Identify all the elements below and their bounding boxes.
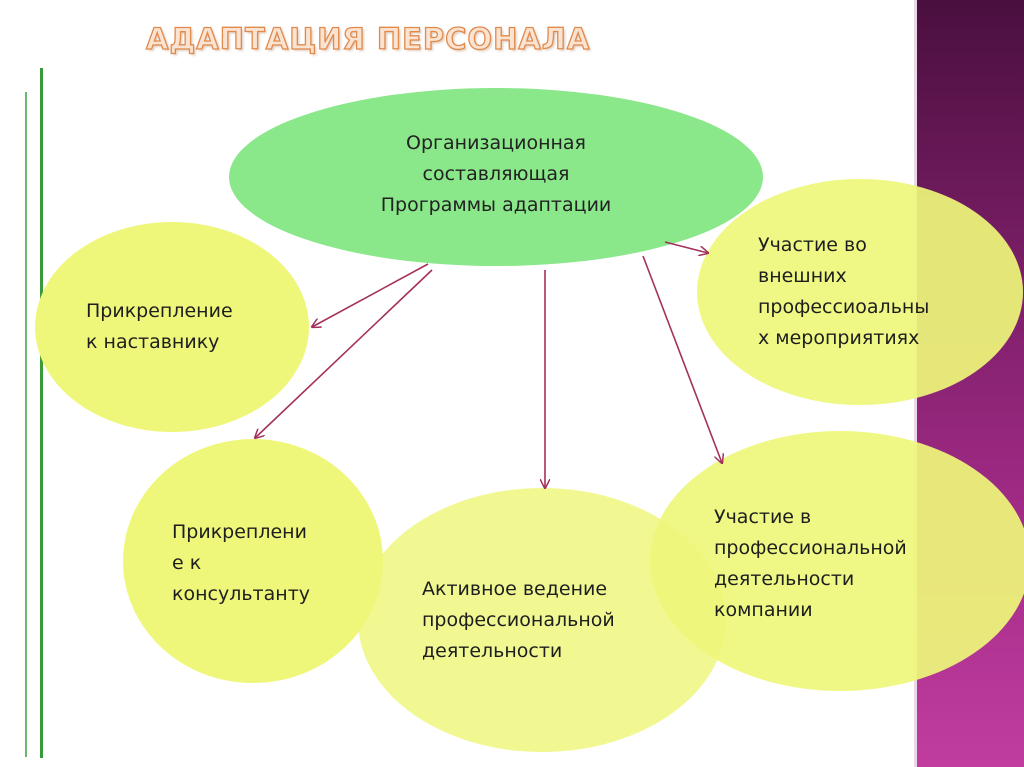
active-node-label: Активное ведение профессиональной деятел…: [422, 574, 615, 667]
page-title: АДАПТАЦИЯ ПЕРСОНАЛА: [145, 21, 591, 56]
consultant-line-1: Прикреплени: [172, 521, 307, 543]
node-company: [650, 431, 1024, 691]
node-consultant: [123, 439, 383, 683]
company-line-2: профессиональной: [714, 537, 907, 559]
mentor-line-2: к наставнику: [86, 331, 220, 353]
arrow-to-external: [664, 241, 708, 253]
left-accent-line-thin: [25, 92, 27, 757]
left-accent-line: [40, 68, 43, 758]
company-line-4: компании: [714, 599, 813, 621]
node-center: [229, 88, 763, 266]
arrow-to-company: [642, 255, 722, 463]
external-line-1: Участие во: [758, 234, 867, 256]
company-line-1: Участие в: [714, 506, 812, 528]
arrow-to-mentor: [312, 263, 429, 327]
node-external: [697, 179, 1023, 405]
external-line-3: профессиоальны: [758, 296, 930, 318]
consultant-line-2: е к: [172, 552, 202, 574]
external-node-label: Участие во внешних профессиоальны х меро…: [758, 230, 929, 354]
mentor-node-label: Прикрепление к наставнику: [86, 296, 233, 358]
active-line-2: профессиональной: [422, 609, 615, 631]
active-line-3: деятельности: [422, 640, 563, 662]
mentor-line-1: Прикрепление: [86, 300, 233, 322]
center-line-1: Организационная: [406, 132, 586, 154]
company-line-3: деятельности: [714, 568, 855, 590]
center-line-2: составляющая: [422, 163, 570, 185]
consultant-line-3: консультанту: [172, 583, 311, 605]
external-line-2: внешних: [758, 265, 847, 287]
center-node-label: Организационная составляющая Программы а…: [346, 128, 646, 221]
center-line-3: Программы адаптации: [380, 194, 612, 216]
arrow-to-consultant: [255, 269, 433, 438]
node-mentor: [35, 222, 309, 432]
node-active: [358, 488, 726, 752]
company-node-label: Участие в профессиональной деятельности …: [714, 502, 907, 626]
external-line-4: х мероприятиях: [758, 327, 920, 349]
consultant-node-label: Прикреплени е к консультанту: [172, 517, 310, 610]
active-line-1: Активное ведение: [422, 578, 608, 600]
